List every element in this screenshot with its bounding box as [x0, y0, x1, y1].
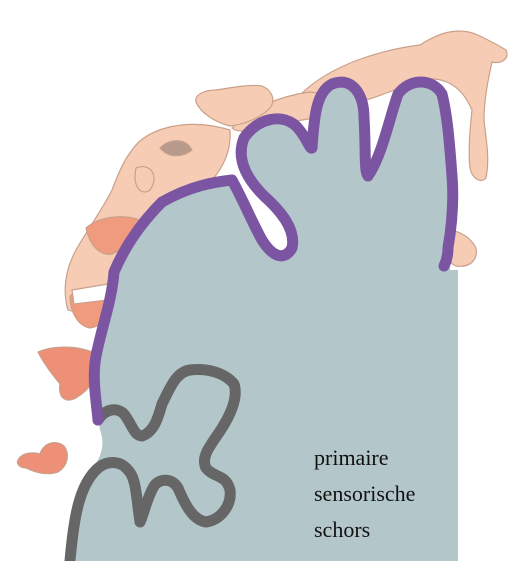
label-line-sensorische: sensorische [314, 479, 415, 509]
label-line-primaire: primaire [314, 443, 389, 473]
homunculus-nose [135, 167, 154, 192]
homunculus-abdominal-organs [17, 443, 67, 474]
label-line-schors: schors [314, 515, 370, 545]
